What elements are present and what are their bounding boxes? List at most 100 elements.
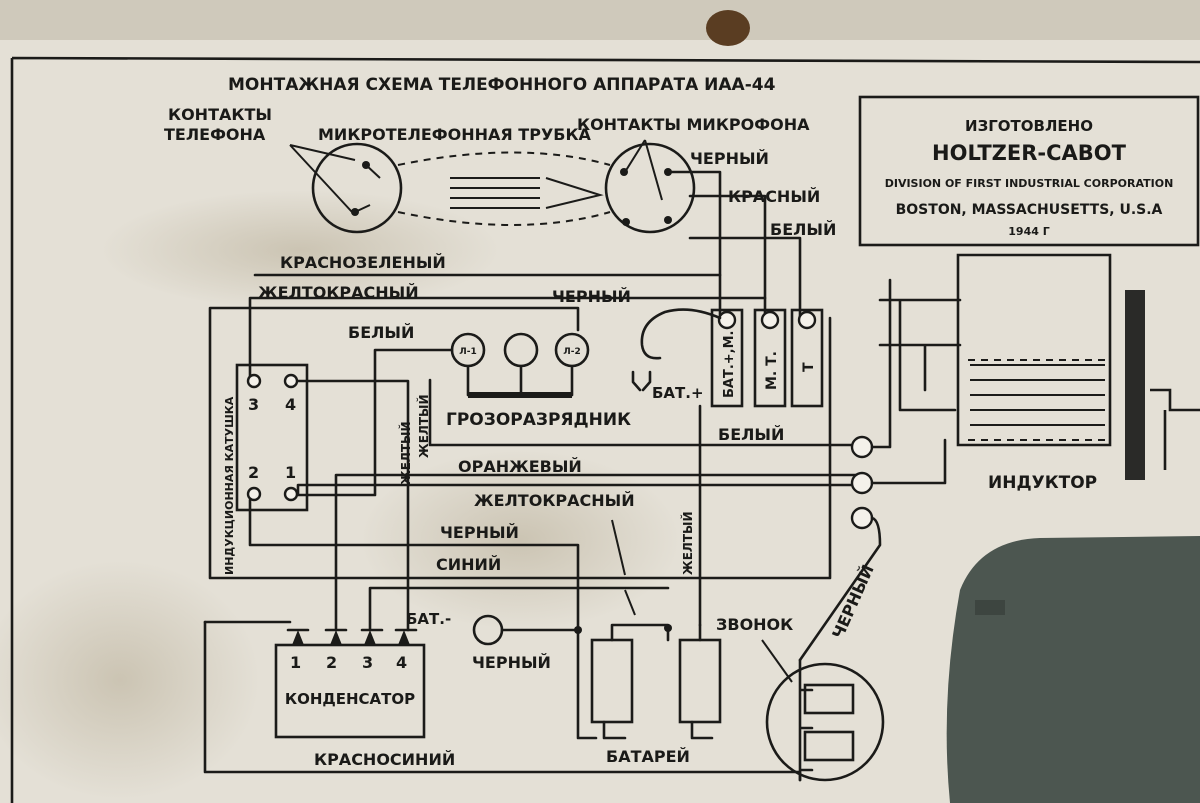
receiver-contact-1 [362,161,370,169]
mic-contact-4 [664,216,672,224]
coil-pin-1-label: 1 [285,463,296,482]
inductor-crank [1150,388,1200,470]
label-white-right: БЕЛЫЙ [718,425,784,444]
microphone-circle [604,142,696,234]
cap-pin-4: 4 [396,653,407,672]
bell-pointer [761,639,793,683]
label-yellow-red-mid: ЖЕЛТОКРАСНЫЙ [474,491,635,510]
diagram-title: МОНТАЖНАЯ СХЕМА ТЕЛЕФОННОГО АППАРАТА ИАА… [228,75,776,95]
wire-black-bottom [576,628,598,740]
bell-coil-1 [803,683,855,715]
wire-white-right [428,378,862,447]
inductor-coils [970,364,1105,426]
label-handset: МИКРОТЕЛЕФОННАЯ ТРУБКА [318,125,592,144]
capacitor-box [274,643,426,739]
mic-contact-3 [622,218,630,226]
rust-spot [706,10,750,46]
bell-wiring [798,658,814,782]
stain-2 [360,450,680,630]
receiver-contact-2 [351,208,359,216]
label-black-bottom: ЧЕРНЫЙ [472,653,551,672]
bell-coil-2 [803,730,855,762]
label-phone-contacts-2: ТЕЛЕФОНА [164,125,266,144]
coil-pin-3-label: 3 [248,395,259,414]
induction-coil-box [235,363,309,512]
label-inductor: ИНДУКТОР [988,473,1097,493]
label-mic-contacts: КОНТАКТЫ МИКРОФОНА [577,115,810,134]
inductor-gear [1125,290,1145,480]
wire-bat-plus-lead [640,308,722,360]
bell-circle [765,662,885,782]
label-phone-contacts-1: КОНТАКТЫ [168,105,272,124]
coil-pin-2-label: 2 [248,463,259,482]
wire-white-top [688,236,802,320]
terminal-t-screw [797,310,817,330]
maker-line-2: HOLTZER-CABOT [932,141,1127,165]
terminal-bat-screw [717,310,737,330]
label-capacitor: КОНДЕНСАТОР [285,690,415,708]
batteries-pointer [611,519,636,616]
label-l1: Л-1 [459,347,476,357]
mic-contact-1 [620,168,628,176]
inductor-screw-1 [850,435,874,459]
label-black-mid: ЧЕРНЫЙ [552,287,631,306]
terminal-mt-screw [760,310,780,330]
wire-white-left [290,348,454,497]
wire-red-blue-loop [203,620,802,782]
inductor-coil-outline [968,359,1108,441]
handset-cord-wires [354,164,604,213]
wire-blue [368,586,670,632]
inductor-body [956,253,1112,447]
bracket-slot [975,600,1005,615]
bat-plus-fork [631,370,652,392]
coil-pin-1-terminal [283,486,299,502]
stain-3 [100,190,500,310]
wire-outer-loop [208,306,832,580]
label-black-top: ЧЕРНЫЙ [690,149,769,168]
label-black-low: ЧЕРНЫЙ [440,523,519,542]
cap-pin-2: 2 [326,653,337,672]
label-white-top: БЕЛЫЙ [770,220,836,239]
label-red-blue: КРАСНОСИНИЙ [314,750,455,769]
maker-plate-box [858,95,1200,247]
label-induction-coil: ИНДУКЦИОННАЯ КАТУШКА [223,396,236,575]
wire-yellow-red-top [248,296,767,382]
wire-yellow-red-mid [296,483,862,496]
terminal-t-label: Т [801,362,817,372]
handset-cord-outline [397,151,611,226]
wire-coil-4-to-cap [296,379,410,632]
label-bat-plus: БАТ.+ [652,384,704,402]
terminal-mt-label: М. Т. [764,351,780,390]
cap-pin-1: 1 [290,653,301,672]
label-white-left: БЕЛЫЙ [348,323,414,342]
cap-pin-3: 3 [362,653,373,672]
label-yellow-vertical-2: ЖЕЛТЫЙ [398,421,413,485]
label-batteries: БАТАРЕЙ [606,747,690,766]
arrester-plate [468,392,572,398]
plate-border [10,56,1200,803]
maker-line-5: 1944 Г [1008,225,1049,238]
metal-bracket [946,536,1200,803]
coil-pin-4-label: 4 [285,395,296,414]
inductor-wiring [798,278,947,662]
maker-line-1: ИЗГОТОВЛЕНО [965,117,1093,135]
label-orange: ОРАНЖЕВЫЙ [458,457,582,476]
maker-line-3: DIVISION OF FIRST INDUSTRIAL CORPORATION [885,177,1174,190]
coil-pin-3-terminal [246,373,262,389]
wire-black-top [666,170,722,320]
phone-contacts-arrows [289,144,356,213]
battery-links [602,623,714,740]
wire-orange [334,473,862,632]
label-yellow-vertical-1: ЖЕЛТЫЙ [416,394,431,458]
terminal-bat [710,308,744,408]
inductor-screw-2 [850,471,874,495]
terminal-t [790,308,824,408]
terminal-mt [753,308,787,408]
coil-pin-4-terminal [283,373,299,389]
maker-line-4: BOSTON, MASSACHUSETTS, U.S.A [896,202,1163,218]
label-yellow-vertical-3: ЖЕЛТЫЙ [680,511,695,575]
label-arrester: ГРОЗОРАЗРЯДНИК [446,410,631,430]
terminal-bat-label: БАТ.+,М. [722,331,737,398]
